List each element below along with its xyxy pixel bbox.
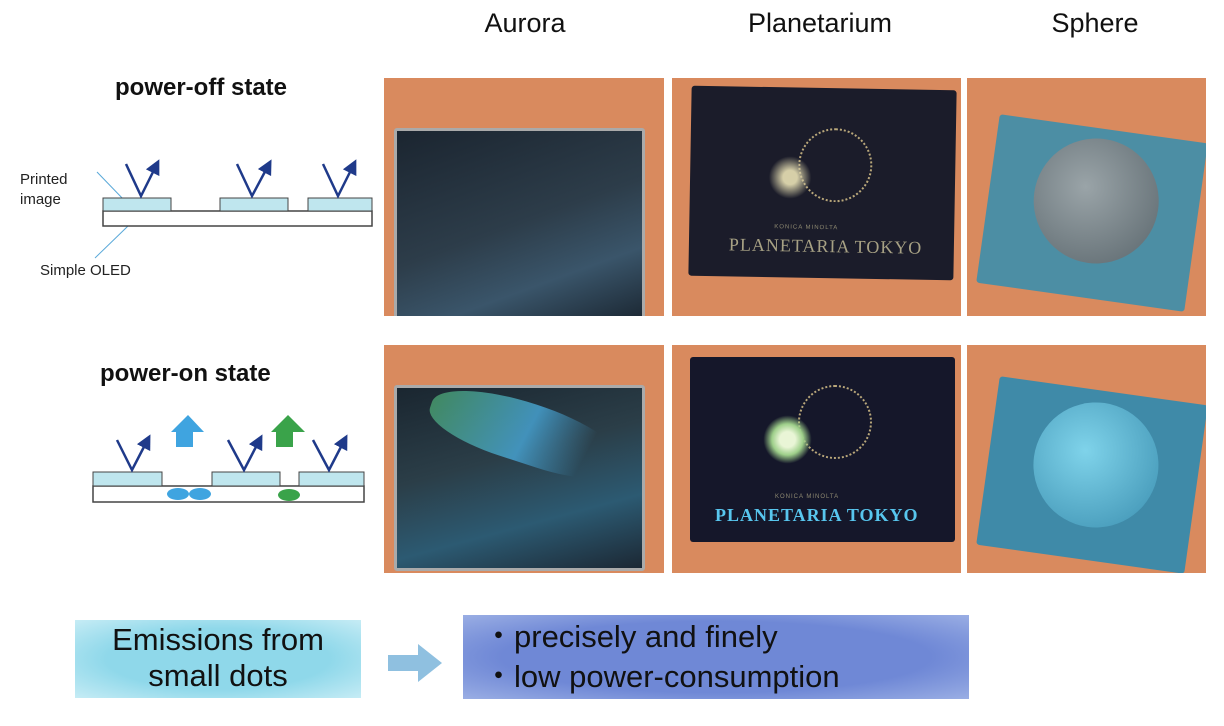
column-header-planetarium: Planetarium bbox=[747, 8, 893, 38]
benefit-item: ・low power-consumption bbox=[483, 659, 840, 694]
reflection-arrows bbox=[124, 159, 357, 199]
brand-text: KONICA MINOLTA bbox=[775, 494, 840, 500]
power-off-diagram bbox=[94, 159, 373, 259]
brand-text: KONICA MINOLTA bbox=[774, 224, 839, 232]
power-off-title: power-off state bbox=[115, 74, 288, 101]
benefit-item: ・precisely and finely bbox=[483, 619, 778, 654]
sphere-off-photo bbox=[967, 78, 1206, 316]
green-emission-arrow-icon bbox=[271, 415, 305, 447]
planetaria-text-lit: PLANETARIA TOKYO bbox=[715, 505, 919, 525]
planetarium-off-photo: KONICA MINOLTA PLANETARIA TOKYO bbox=[672, 78, 961, 316]
aurora-on-photo bbox=[384, 345, 664, 573]
printed-block bbox=[219, 197, 289, 212]
column-header-aurora: Aurora bbox=[484, 8, 566, 38]
printed-block bbox=[307, 197, 373, 212]
power-on-diagram bbox=[92, 415, 365, 503]
emission-dot-blue bbox=[189, 488, 211, 500]
oled-structure-diagram bbox=[92, 159, 373, 503]
emission-dot-blue bbox=[167, 488, 189, 500]
simple-oled-label: Simple OLED bbox=[40, 262, 131, 279]
printed-block bbox=[211, 471, 281, 487]
benefits-box: ・precisely and finely ・low power-consumpt… bbox=[463, 615, 969, 699]
reflection-arrows bbox=[115, 434, 348, 473]
leader-line bbox=[96, 171, 126, 202]
blue-emission-arrow-icon bbox=[171, 415, 204, 447]
emission-dot-green bbox=[278, 489, 300, 501]
right-arrow-icon bbox=[388, 644, 442, 682]
planetaria-text: PLANETARIA TOKYO bbox=[728, 234, 923, 258]
power-on-title: power-on state bbox=[100, 360, 271, 387]
printed-block bbox=[102, 197, 172, 212]
printed-block bbox=[298, 471, 365, 487]
oled-layer bbox=[102, 210, 373, 227]
flower-logo bbox=[760, 412, 815, 467]
leader-line bbox=[94, 225, 129, 259]
flower-logo bbox=[764, 152, 816, 203]
printed-block bbox=[92, 471, 163, 487]
column-header-sphere: Sphere bbox=[1051, 8, 1139, 38]
aurora-off-photo bbox=[384, 78, 664, 316]
planetarium-on-photo: KONICA MINOLTA PLANETARIA TOKYO bbox=[672, 345, 961, 573]
sphere-on-photo bbox=[967, 345, 1206, 573]
oled-layer bbox=[92, 485, 365, 503]
